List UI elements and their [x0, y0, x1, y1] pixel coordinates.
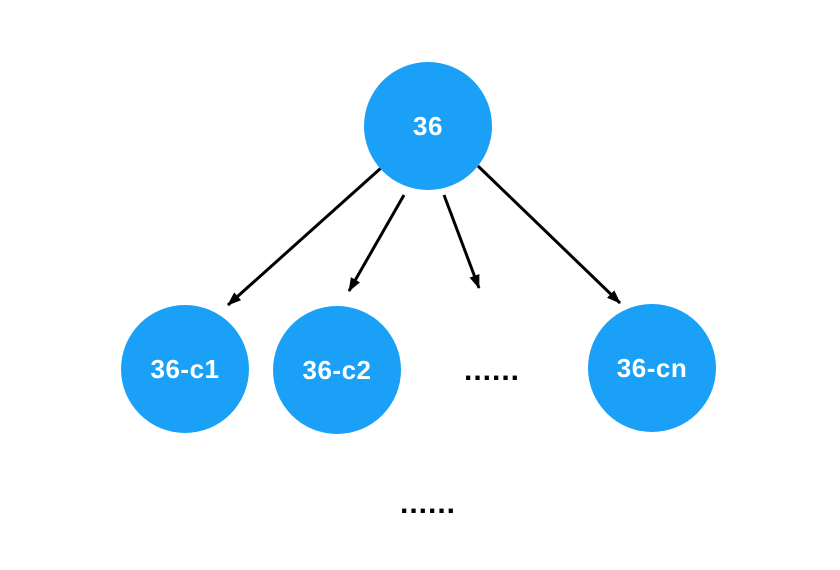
node-child-cn: 36-cn — [588, 304, 716, 432]
node-c1-circle — [121, 305, 249, 433]
node-c2-label: 36-c2 — [303, 355, 372, 385]
node-child-c1: 36-c1 — [121, 305, 249, 433]
edge-root-to-cn — [476, 164, 622, 305]
node-root: 36 — [364, 62, 492, 190]
node-cn-circle — [588, 304, 716, 432]
edge-root-to-c1 — [226, 166, 383, 307]
node-cn-label: 36-cn — [617, 353, 687, 383]
bottom-ellipsis-text: ...... — [400, 487, 456, 520]
node-c2-circle — [273, 306, 401, 434]
node-root-label: 36 — [413, 111, 443, 141]
node-child-c2: 36-c2 — [273, 306, 401, 434]
node-root-circle — [364, 62, 492, 190]
sibling-ellipsis-text: ...... — [464, 354, 520, 387]
edges-group — [226, 164, 622, 307]
node-c1-label: 36-c1 — [151, 354, 220, 384]
edge-root-to-ellipsis — [442, 194, 481, 289]
edge-root-to-c2 — [347, 194, 406, 292]
